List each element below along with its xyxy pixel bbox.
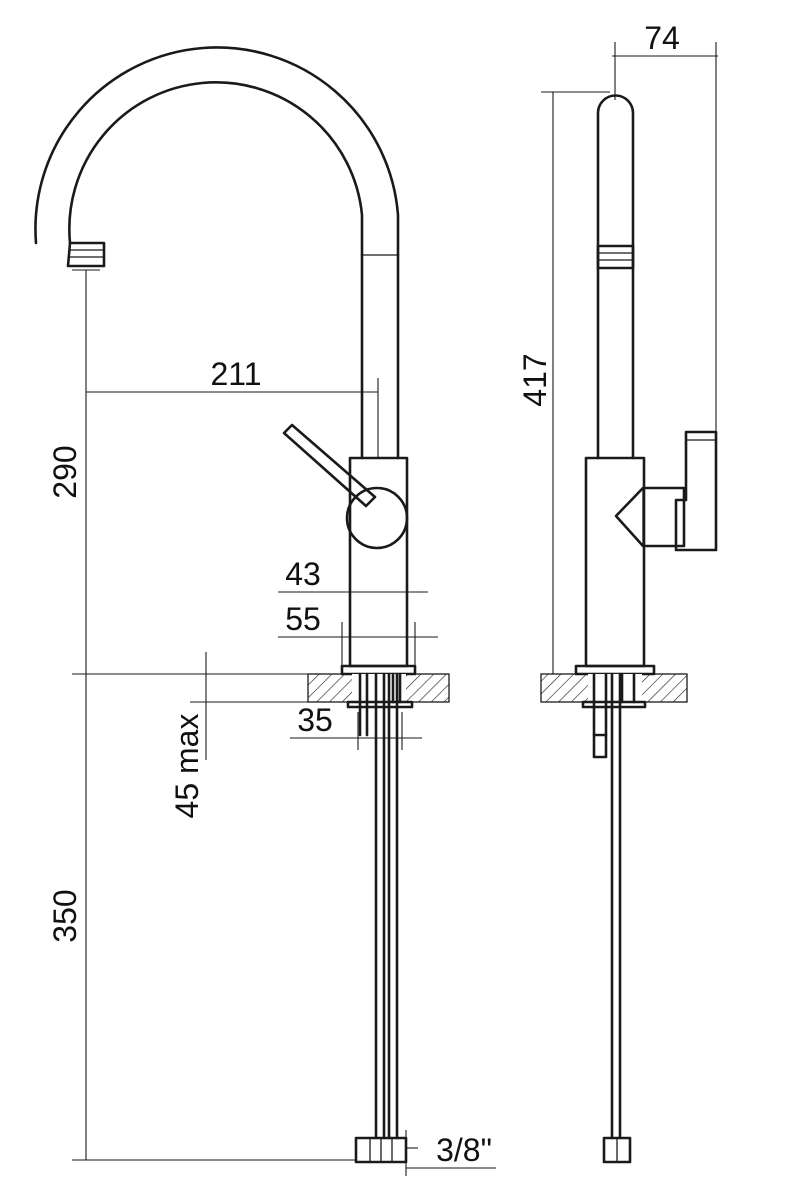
side-spout-column [596,94,635,460]
side-mixer-body [584,456,646,668]
base-ring [340,664,417,676]
dim-depth: 74 [612,20,718,432]
dim-total-height: 417 [517,91,610,674]
dim-connection: 3/8" [405,1130,496,1176]
dim-body-diameter: 43 [278,556,428,593]
front-spout [34,46,400,460]
dim-hole-diameter: 35 [290,702,422,750]
side-view: 74 417 [517,20,718,1164]
spout-outer-edge [34,46,400,257]
side-lever-hub [614,486,686,548]
dim-connection-label: 3/8" [436,1132,492,1168]
side-lever-arm [674,430,718,552]
dim-spout-height: 290 [47,445,83,498]
lever-handle [282,423,409,550]
dim-hole-label: 35 [297,702,333,738]
dim-height-label: 417 [517,353,553,406]
side-aerator [596,244,635,270]
flexible-hoses [374,672,399,1140]
fixing-plate [346,700,414,709]
dim-hose-length: 350 [47,889,83,942]
side-fixing [581,672,647,759]
side-hoses [602,672,632,1164]
spout-inner-edge [68,81,364,257]
aerator-nozzle [66,241,106,268]
front-countertop [307,673,450,703]
dim-thickness-label: 45 max [169,714,205,819]
dim-depth-label: 74 [644,20,680,56]
side-lever [614,430,718,552]
dim-spout-height-label: 290 [47,445,83,498]
side-stud-end [592,733,608,759]
side-countertop [540,673,688,703]
dim-max-thickness: 45 max [169,652,348,818]
dim-base-label: 55 [285,601,321,637]
lever-arm [282,423,377,508]
dim-base-diameter: 55 [278,601,438,666]
side-aerator-body [596,244,635,270]
dim-reach: 211 [86,356,379,458]
side-base-ring [574,664,656,676]
dim-hose-length-label: 350 [47,889,83,942]
fixing-assembly [346,672,414,737]
side-fixing-plate [581,700,647,709]
dim-body-label: 43 [285,556,321,592]
lever-hub [345,486,409,550]
hose-fittings [354,1136,408,1164]
aerator-body [66,241,106,268]
front-view: 211 290 350 43 55 45 max [34,46,496,1176]
dim-reach-label: 211 [210,356,261,392]
